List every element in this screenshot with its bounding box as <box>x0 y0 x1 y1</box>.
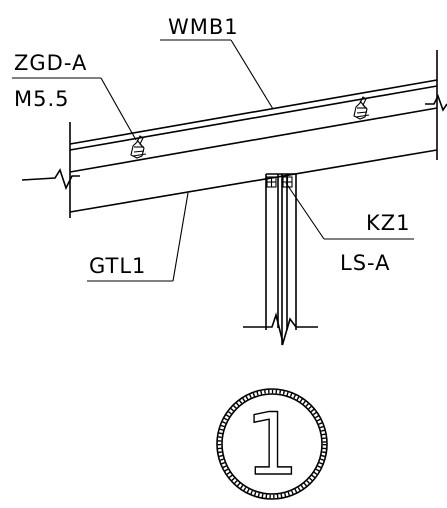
label-ls-a: LS-A <box>340 251 391 275</box>
label-gtl1: GTL1 <box>89 254 146 278</box>
kz1-leader <box>285 182 325 240</box>
purlin-connector-right <box>353 96 370 120</box>
left-break-symbol <box>21 168 80 191</box>
column-kz1 <box>243 173 318 347</box>
right-break-symbol <box>425 93 447 112</box>
purlin-wmb1 <box>69 79 438 151</box>
label-zgd-a: ZGD-A <box>14 51 87 75</box>
purlin-connector-left <box>130 135 147 159</box>
label-wmb1: WMB1 <box>168 15 239 39</box>
detail-number: 1 <box>245 395 300 495</box>
gtl1-leader <box>172 192 189 282</box>
beam-gtl1 <box>69 107 438 213</box>
label-kz1: KZ1 <box>366 211 411 235</box>
detail-number-symbol: 1 <box>216 388 328 500</box>
label-m5-5: M5.5 <box>14 87 70 111</box>
wmb1-leader <box>230 39 274 110</box>
zgd-leader <box>100 77 137 141</box>
